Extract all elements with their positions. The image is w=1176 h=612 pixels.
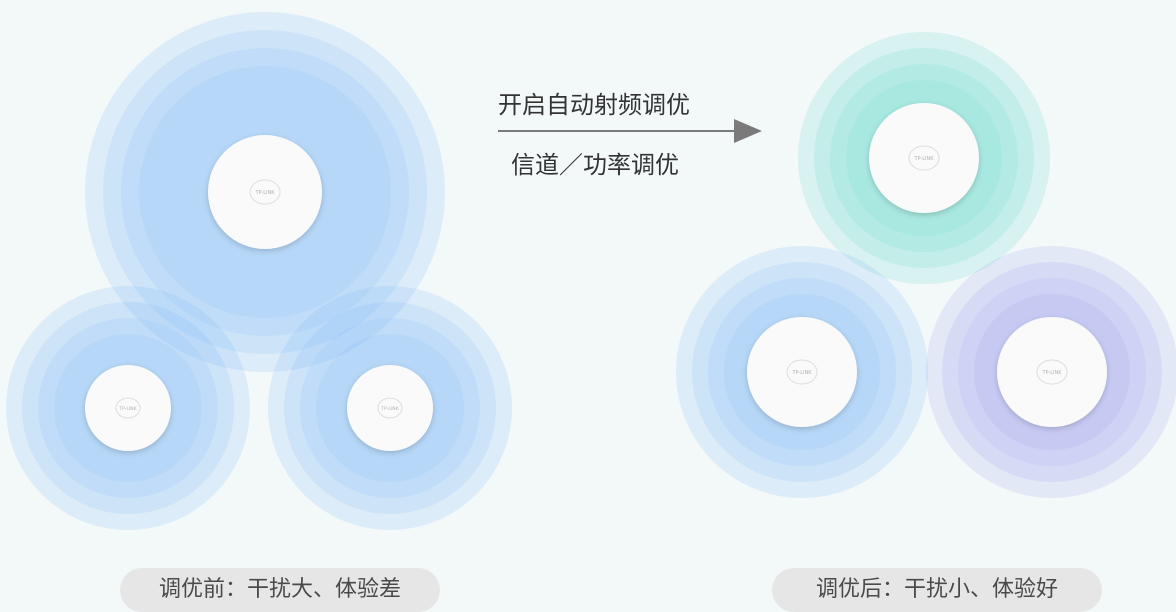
before-caption: 调优前：干扰大、体验差 [120,568,440,612]
after-caption: 调优后：干扰小、体验好 [772,568,1102,612]
ap-logo: TP-LINK [254,190,275,196]
sub-label: 信道／功率调优 [511,151,679,179]
after-diagram: TP-LINK TP-LINK TP-LINK [676,32,1176,498]
ap-logo: TP-LINK [118,406,137,412]
before-ap-right: TP-LINK [347,365,433,451]
after-ap-left: TP-LINK [747,317,857,427]
action-label: 开启自动射频调优 [498,91,690,119]
ap-logo: TP-LINK [791,370,812,376]
ap-logo: TP-LINK [913,156,934,162]
after-ap-right: TP-LINK [997,317,1107,427]
after-ap-top: TP-LINK [869,103,979,213]
ap-logo: TP-LINK [380,406,399,412]
before-ap-left: TP-LINK [85,365,171,451]
before-diagram: TP-LINK TP-LINK TP-LINK [6,12,512,530]
ap-logo: TP-LINK [1041,370,1062,376]
before-ap-top: TP-LINK [208,135,322,249]
